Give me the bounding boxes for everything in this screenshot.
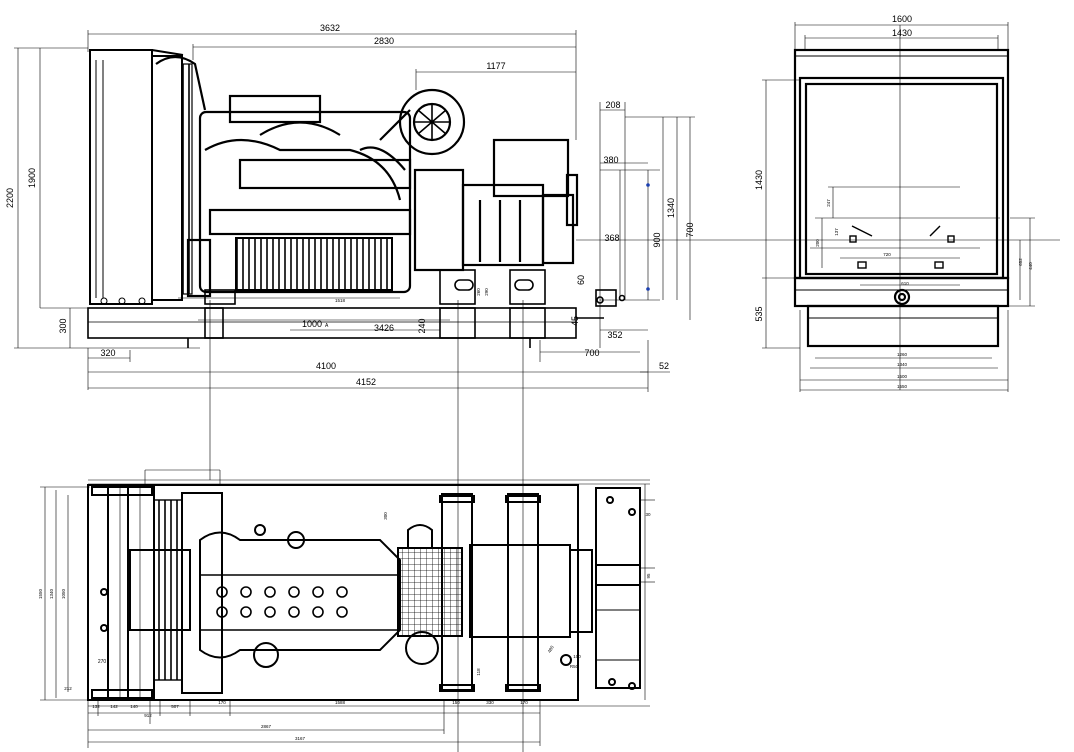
dim-mount-b: 290 (484, 288, 489, 296)
dim-plan-circ-b: 480 (547, 644, 555, 653)
dim-cut-d: 720 (883, 252, 891, 257)
dim-base-b: 1340 (897, 362, 908, 367)
dim-cut-b: 137 (834, 228, 839, 236)
dim-skid-height: 240 (417, 318, 427, 333)
dim-rail-length: 3426 (374, 323, 394, 333)
dim-bracket-outer: 700 (685, 222, 695, 237)
dim-rear-overhang: 52 (659, 361, 669, 371)
dim-plan-seg-f: 170 (218, 700, 226, 705)
dim-bracket-foot: 60 (576, 275, 586, 285)
dim-base-d: 1550 (897, 384, 908, 389)
dim-bracket-offset: 380 (603, 155, 618, 165)
projection-lines (209, 300, 524, 752)
dim-skid-rear-b: 700 (584, 348, 599, 358)
dim-end-base-height: 535 (754, 306, 764, 321)
dim-plan-width-b: 1340 (49, 588, 54, 599)
dim-canopy-height: 1430 (754, 170, 764, 190)
dim-mount-a: 260 (476, 288, 481, 296)
dim-bracket-mid: 900 (652, 232, 662, 247)
dim-plan-seg-c: 140 (130, 704, 138, 709)
dim-plan-circ-c: R50 (570, 664, 579, 669)
dim-plan-edge: 212 (64, 686, 72, 691)
dim-plan-seg-i: 330 (486, 700, 494, 705)
dim-inner-width: 1430 (892, 28, 912, 38)
end-view-dimensions: 1600 1430 1430 535 247 137 200 720 610 6… (754, 14, 1033, 389)
dim-plan-hole: 270 (98, 659, 107, 665)
dim-plan-width-a: 1550 (38, 588, 43, 599)
plan-view-dimensions: 1550 1340 1050 270 212 132 142 140 912 5… (38, 512, 651, 741)
dim-cut-e: 610 (901, 281, 909, 286)
dim-overall-width: 1600 (892, 14, 912, 24)
dim-plan-circ-a: 100 (573, 654, 581, 659)
dim-engine-length: 2830 (374, 36, 394, 46)
dim-cut-a: 247 (826, 199, 831, 207)
dim-plan-seg-h: 150 (452, 700, 460, 705)
dim-bracket-width: 208 (605, 100, 620, 110)
side-view (14, 30, 1060, 392)
dim-base-mid-suffix: A (325, 323, 329, 329)
dim-total-length: 4152 (356, 377, 376, 387)
dim-front-offset: 320 (100, 348, 115, 358)
dim-plan-top-b: 95 (646, 573, 651, 579)
dim-base-c: 1500 (897, 374, 908, 379)
end-view (762, 22, 1035, 392)
dim-plan-mid-a: 300 (383, 512, 388, 520)
dim-plan-seg-a: 132 (92, 704, 100, 709)
dim-base-length: 4100 (316, 361, 336, 371)
dim-bracket-gap: 368 (604, 233, 619, 243)
dim-alternator-length: 1177 (486, 61, 505, 71)
dim-plan-circ-d: 118 (476, 668, 481, 676)
side-view-dimensions: 3632 2830 1177 2200 1900 300 320 4100 41… (5, 23, 695, 387)
dim-base-height: 300 (58, 318, 68, 333)
dim-base-a: 1260 (897, 352, 908, 357)
dim-plan-seg-g: 1588 (335, 700, 346, 705)
dim-bracket-total: 1340 (666, 198, 676, 218)
dim-overall-height: 2200 (5, 188, 15, 208)
dim-skid-rear: 352 (607, 330, 622, 340)
dim-right-b: 440 (1028, 262, 1033, 270)
dim-overall-length: 3632 (320, 23, 340, 33)
dim-radiator-height: 1900 (27, 168, 37, 188)
dim-plan-seg-j: 170 (520, 700, 528, 705)
dim-bracket-foot-b: 45 (570, 316, 580, 326)
dim-plan-top-a: 30 (645, 512, 651, 517)
dim-plan-seg-e: 507 (171, 704, 179, 709)
dim-mount-pitch: 1518 (335, 298, 346, 303)
dim-cut-c: 200 (815, 239, 820, 247)
dim-right-a: 652 (1018, 258, 1023, 266)
plan-view (40, 469, 655, 748)
dim-base-mid: 1000 (302, 319, 322, 329)
dim-plan-total-b: 3167 (295, 736, 306, 741)
dim-plan-total-a: 2867 (261, 724, 272, 729)
dim-plan-seg-b: 142 (110, 704, 118, 709)
dim-plan-width-c: 1050 (61, 588, 66, 599)
dim-plan-seg-d: 912 (144, 713, 152, 718)
